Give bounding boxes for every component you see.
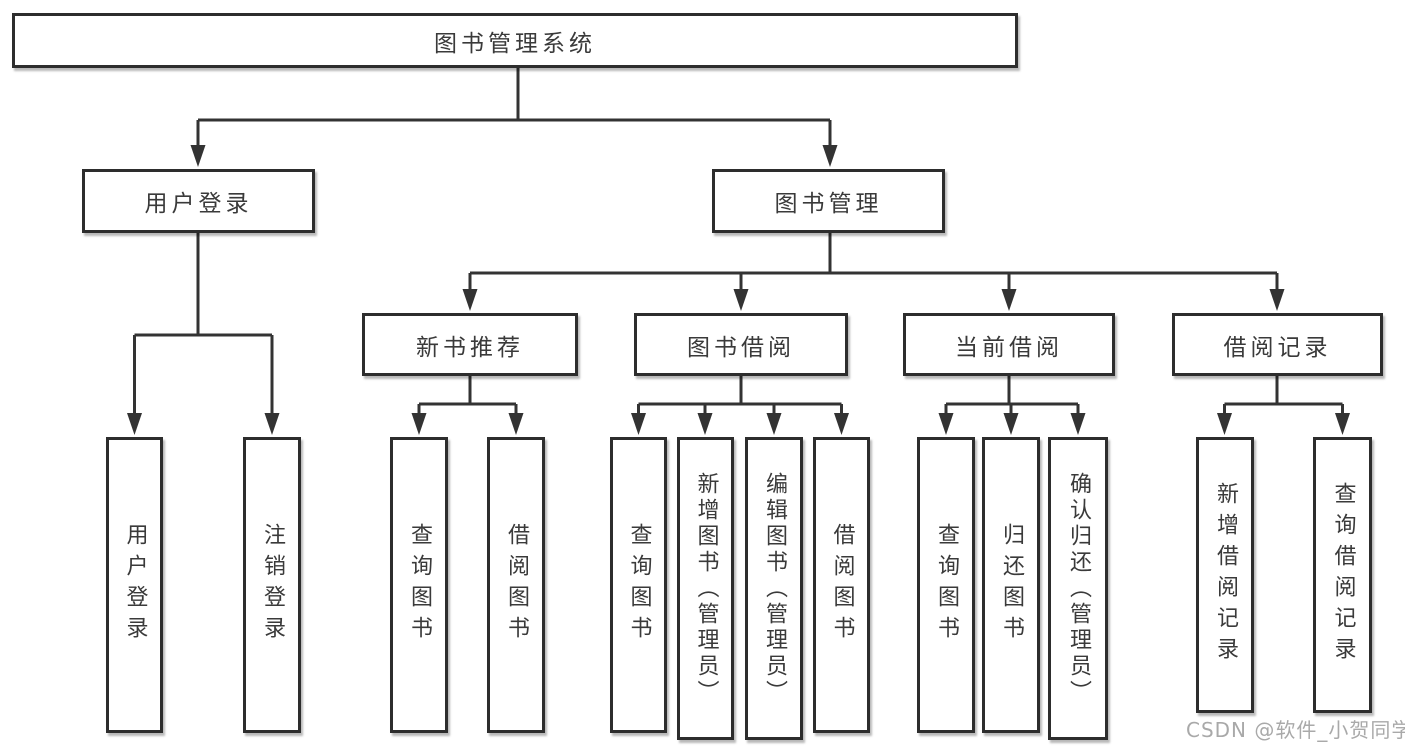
- arrow-down-icon: [834, 413, 849, 435]
- node-book-borrow: 图书借阅: [634, 313, 848, 376]
- leaf-current-query-book-label: 查询图书: [934, 523, 959, 647]
- leaf-return-book-label: 归还图书: [999, 523, 1024, 647]
- arrow-down-icon: [264, 413, 280, 435]
- node-user-login: 用户登录: [82, 169, 315, 233]
- arrow-down-icon: [508, 413, 524, 435]
- connector-book-borrow: [637, 376, 843, 414]
- leaf-logout-label: 注销登录: [260, 523, 285, 647]
- arrow-down-icon: [822, 145, 838, 167]
- arrow-down-icon: [766, 413, 782, 435]
- connector-borrow-records: [1223, 376, 1344, 414]
- leaf-borrow-book-label: 借阅图书: [829, 523, 855, 647]
- arrow-down-icon: [733, 289, 749, 311]
- leaf-borrow-query-book-label: 查询图书: [626, 523, 652, 647]
- connector-new-book: [417, 376, 518, 414]
- leaf-newbook-query-book: 查询图书: [390, 437, 448, 733]
- leaf-newbook-query-book-label: 查询图书: [407, 523, 432, 647]
- node-book-management: 图书管理: [712, 169, 945, 233]
- leaf-borrow-query-book: 查询图书: [610, 437, 667, 733]
- leaf-edit-book-admin-label: 编辑图书（管理员）: [762, 471, 787, 706]
- leaf-return-book: 归还图书: [982, 437, 1040, 733]
- leaf-borrow-book: 借阅图书: [813, 437, 870, 733]
- leaf-query-borrow-record-label: 查询借阅记录: [1330, 482, 1356, 668]
- node-new-book-recommend: 新书推荐: [362, 313, 578, 376]
- leaf-add-book-admin: 新增图书（管理员）: [677, 437, 734, 740]
- arrow-down-icon: [462, 289, 478, 311]
- leaf-edit-book-admin: 编辑图书（管理员）: [745, 437, 803, 740]
- leaf-confirm-return-admin: 确认归还（管理员）: [1048, 437, 1108, 740]
- leaf-add-borrow-record: 新增借阅记录: [1196, 437, 1254, 713]
- node-borrow-records-label: 借阅记录: [1223, 334, 1332, 361]
- arrow-down-icon: [1217, 413, 1232, 435]
- node-root-label: 图书管理系统: [434, 30, 596, 57]
- arrow-down-icon: [938, 413, 954, 435]
- leaf-newbook-borrow-book: 借阅图书: [487, 437, 545, 733]
- leaf-add-borrow-record-label: 新增借阅记录: [1213, 482, 1238, 668]
- leaf-user-login-label: 用户登录: [122, 523, 148, 647]
- node-book-borrow-label: 图书借阅: [687, 334, 795, 361]
- watermark: CSDN @软件_小贺同学: [1186, 718, 1405, 742]
- arrow-down-icon: [1335, 413, 1350, 435]
- leaf-user-login: 用户登录: [106, 437, 163, 733]
- arrow-down-icon: [1001, 289, 1017, 311]
- node-borrow-records: 借阅记录: [1172, 313, 1383, 376]
- node-book-management-label: 图书管理: [774, 191, 883, 217]
- leaf-newbook-borrow-book-label: 借阅图书: [504, 523, 529, 647]
- connector-current-borrow: [944, 376, 1080, 414]
- leaf-logout: 注销登录: [243, 437, 301, 733]
- arrow-down-icon: [1003, 413, 1019, 435]
- arrow-down-icon: [1269, 289, 1285, 311]
- node-current-borrow-label: 当前借阅: [955, 334, 1063, 361]
- leaf-confirm-return-admin-label: 确认归还（管理员）: [1066, 471, 1091, 706]
- leaf-query-borrow-record: 查询借阅记录: [1313, 437, 1372, 713]
- arrow-down-icon: [631, 413, 646, 435]
- node-root: 图书管理系统: [12, 13, 1018, 68]
- connector-root: [196, 68, 832, 147]
- node-new-book-recommend-label: 新书推荐: [416, 334, 524, 361]
- arrowheads: [127, 145, 1350, 435]
- leaf-add-book-admin-label: 新增图书（管理员）: [693, 471, 719, 706]
- connector-user-login: [133, 233, 274, 414]
- arrow-down-icon: [127, 413, 142, 435]
- node-current-borrow: 当前借阅: [903, 313, 1115, 376]
- node-user-login-label: 用户登录: [144, 191, 253, 217]
- arrow-down-icon: [411, 413, 427, 435]
- arrow-down-icon: [697, 413, 713, 435]
- arrow-down-icon: [190, 145, 206, 167]
- leaf-current-query-book: 查询图书: [917, 437, 975, 733]
- connector-book-management: [468, 232, 1279, 292]
- arrow-down-icon: [1070, 413, 1086, 435]
